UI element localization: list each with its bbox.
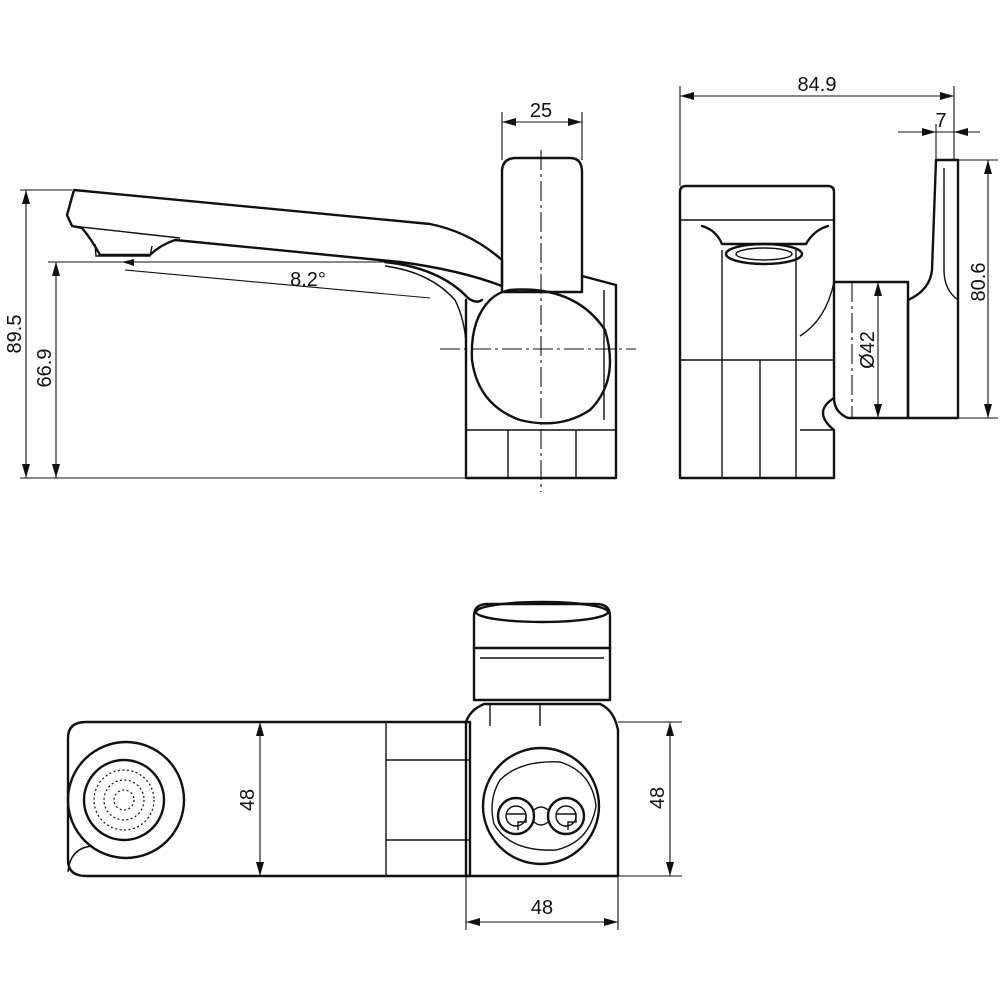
arrowhead (122, 259, 134, 266)
top-inlet-right-slot (556, 813, 577, 830)
top-inlet-left-inner (505, 805, 527, 827)
arrowhead (256, 862, 264, 876)
top-cartridge-inner (491, 761, 597, 851)
arrowhead (666, 722, 674, 736)
side-spout-neck-inner (384, 265, 467, 346)
top-spout-tip-curve (67, 845, 93, 873)
side-cartridge-circle (470, 288, 612, 425)
side-body-block (464, 274, 618, 480)
arrowhead (874, 404, 882, 418)
top-inlet-left-slot (506, 813, 527, 830)
dim-side-height-outlet: 66.9 (34, 349, 56, 388)
top-inlet-left (496, 796, 536, 836)
top-aerator-outer (66, 740, 186, 860)
arrowhead (568, 118, 582, 126)
front-aerator-inner (735, 247, 793, 261)
arrowhead (984, 160, 992, 174)
side-spout-seam (71, 225, 181, 239)
arrowhead (680, 92, 694, 100)
dim-side-height-total: 89.5 (4, 315, 26, 354)
side-spout (65, 188, 504, 288)
top-spout (66, 720, 472, 878)
arrowhead (874, 282, 882, 296)
top-aerator-ring (82, 758, 166, 842)
top-aerator-mesh-inner (103, 779, 145, 821)
arrowhead (52, 464, 60, 478)
front-body-neck-curve (799, 281, 835, 337)
front-aerator-housing (700, 224, 830, 246)
top-inlet-right (546, 796, 586, 836)
arrowhead (666, 862, 674, 876)
side-view: 89.5 66.9 8.2° 25 (4, 100, 636, 492)
arrowhead (466, 918, 480, 926)
dim-top-body-width: 48 (531, 897, 553, 919)
front-aerator (724, 242, 804, 266)
top-inlet-bridge (533, 806, 549, 826)
dim-spout-angle: 8.2° (290, 269, 326, 291)
side-handle-lever (500, 156, 584, 294)
front-spout-head (678, 184, 836, 480)
front-wall-flange (906, 158, 960, 420)
front-wall-flange-inner (943, 168, 959, 301)
arrowhead (954, 128, 968, 136)
dim-flange-height: 80.6 (968, 263, 990, 302)
dim-line (124, 269, 431, 299)
dim-top-spout-width: 48 (237, 789, 259, 811)
arrowhead (984, 404, 992, 418)
top-body-block (464, 702, 620, 878)
top-handle-cap (472, 602, 612, 650)
dim-handle-width: 25 (530, 100, 552, 122)
top-inlet-right-inner (555, 805, 577, 827)
side-spout-neck (383, 260, 484, 303)
front-view: 84.9 7 80.6 Ø42 (678, 74, 998, 480)
arrowhead (604, 918, 618, 926)
arrowhead (22, 190, 30, 204)
arrowhead (922, 128, 936, 136)
arrowhead (502, 118, 516, 126)
arrowhead (940, 92, 954, 100)
dim-body-diameter: Ø42 (857, 331, 879, 369)
top-handle-cap-top (474, 600, 610, 624)
top-cartridge-circle (481, 746, 601, 866)
top-aerator-mesh (93, 769, 155, 831)
top-aerator-mesh-core (113, 789, 135, 811)
arrowhead (52, 262, 60, 276)
top-view: 48 48 48 (66, 600, 682, 930)
arrowhead (256, 722, 264, 736)
dim-top-body-height: 48 (647, 787, 669, 809)
dim-flange-thickness: 7 (935, 110, 946, 132)
dim-front-depth: 84.9 (798, 74, 837, 96)
front-body-neck (832, 280, 910, 420)
top-handle-collar (472, 646, 612, 702)
arrowhead (22, 464, 30, 478)
side-aerator (94, 243, 153, 257)
